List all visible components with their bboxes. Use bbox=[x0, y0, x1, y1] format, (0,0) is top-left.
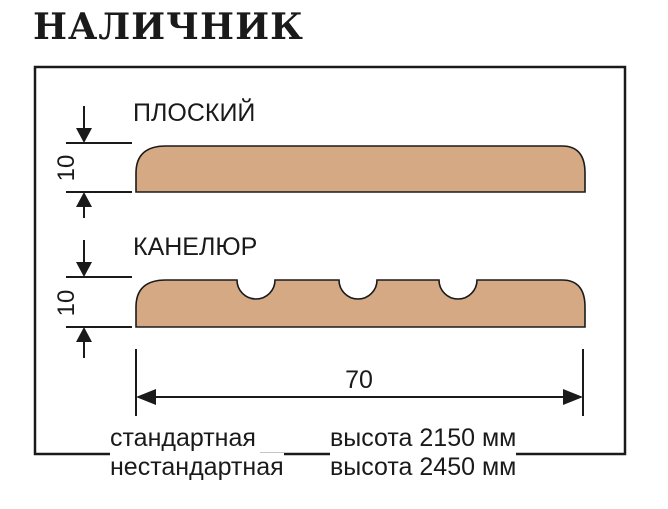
width-dimension-label: 70 bbox=[345, 366, 373, 394]
profile-fluted-label: КАНЕЛЮР bbox=[133, 233, 257, 261]
fluted-arrow-bottom bbox=[76, 327, 92, 342]
diagram-frame bbox=[33, 65, 627, 456]
fluted-arrow-top bbox=[76, 262, 92, 277]
width-dimension bbox=[135, 349, 584, 416]
profile-flat-label: ПЛОСКИЙ bbox=[133, 97, 255, 127]
profile-flat-shape bbox=[135, 145, 586, 193]
flat-arrow-top bbox=[76, 128, 92, 143]
flat-arrow-bottom bbox=[76, 192, 92, 207]
width-arrow-left bbox=[136, 389, 156, 405]
flat-thickness-label: 10 bbox=[53, 155, 80, 182]
note-nonstandard-label: нестандартная bbox=[110, 453, 284, 482]
flat-thickness-dimension bbox=[66, 106, 132, 218]
fluted-thickness-label: 10 bbox=[53, 290, 80, 317]
note-nonstandard-value: высота 2450 мм bbox=[330, 453, 517, 482]
profile-fluted-shape bbox=[135, 279, 586, 328]
note-standard-label: стандартная bbox=[110, 424, 260, 453]
diagram-title: НАЛИЧНИК bbox=[33, 6, 304, 48]
width-arrow-right bbox=[563, 389, 583, 405]
note-standard-value: высота 2150 мм bbox=[330, 424, 517, 453]
